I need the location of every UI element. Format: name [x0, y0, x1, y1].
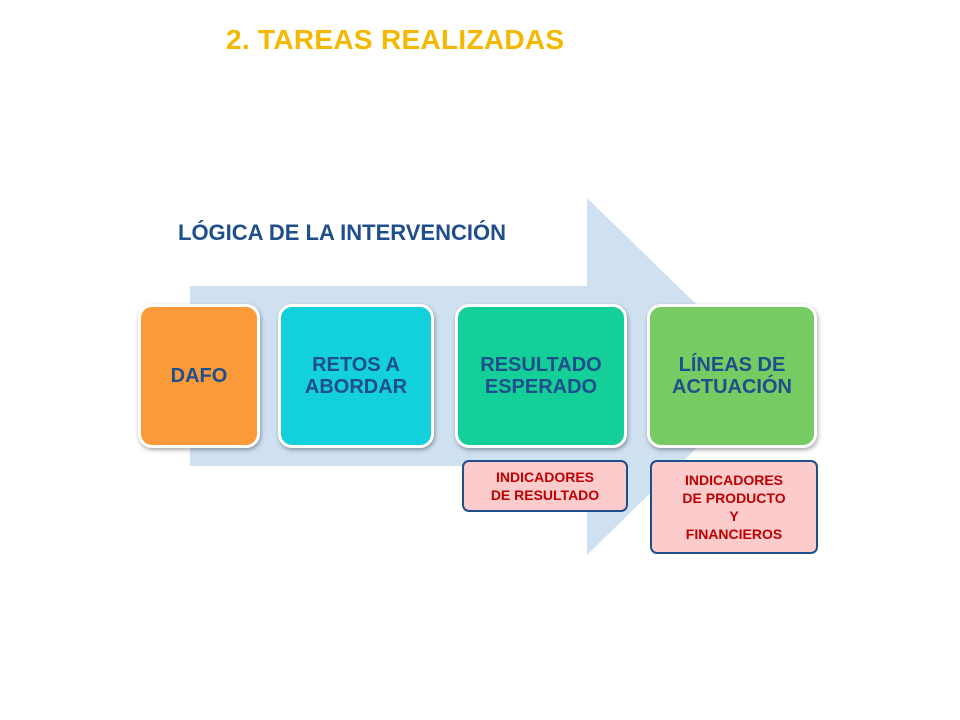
- step-dafo: DAFO: [138, 304, 260, 448]
- logic-title: LÓGICA DE LA INTERVENCIÓN: [178, 220, 506, 245]
- indicator-producto-label: INDICADORES DE PRODUCTO Y FINANCIEROS: [682, 472, 786, 542]
- step-lineas-label: LÍNEAS DE ACTUACIÓN: [672, 354, 792, 398]
- indicator-resultado-label: INDICADORES DE RESULTADO: [490, 469, 600, 503]
- slide-title: 2. TAREAS REALIZADAS: [226, 24, 565, 55]
- step-lineas: LÍNEAS DE ACTUACIÓN: [647, 304, 817, 448]
- step-resultado-label: RESULTADO ESPERADO: [480, 354, 602, 398]
- indicator-producto: INDICADORES DE PRODUCTO Y FINANCIEROS: [650, 460, 818, 554]
- step-dafo-label: DAFO: [170, 365, 228, 387]
- step-retos: RETOS A ABORDAR: [278, 304, 434, 448]
- indicator-resultado: INDICADORES DE RESULTADO: [462, 460, 628, 512]
- step-retos-label: RETOS A ABORDAR: [304, 354, 408, 398]
- step-resultado: RESULTADO ESPERADO: [455, 304, 627, 448]
